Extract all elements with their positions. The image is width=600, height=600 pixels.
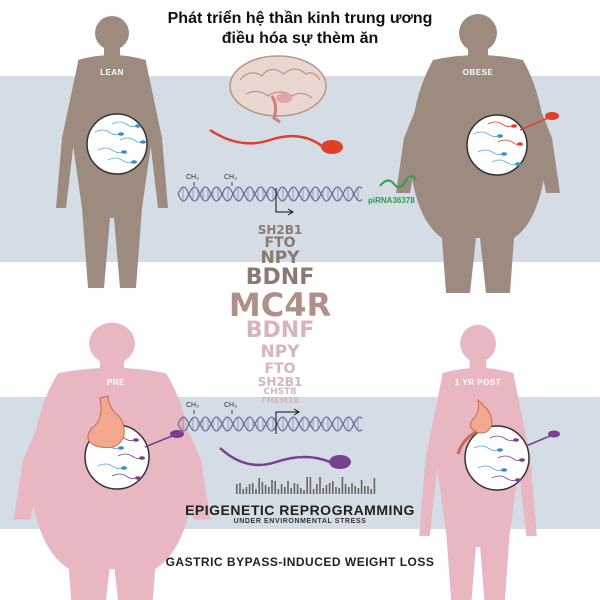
sequencing-bar [242,489,244,494]
methyl-label-top-1: CH₃ [186,174,199,181]
sequencing-bar [252,483,254,494]
sequencing-bar [284,487,286,494]
title-line-1: Phát triển hệ thần kinh trung ương [167,10,433,27]
sequencing-bar [277,489,280,494]
label-obese: OBESE [462,68,494,77]
sequencing-bar [296,484,299,494]
obese-sperm-circle [466,112,559,176]
gene-top-3: NPY [260,248,300,268]
dna-top [177,182,363,216]
sequencing-bar [348,487,350,494]
post-stomach-icon [456,398,493,455]
sequencing-bar [357,488,360,494]
brain-icon [229,55,327,124]
pirna-label: piRNA36378 [368,196,415,205]
sequencing-bar [319,477,321,494]
sequencing-bar [258,478,260,494]
sequencing-bar [261,482,264,494]
label-pre: PRE [107,378,125,387]
sequencing-bar [303,490,305,494]
methyl-label-top-2: CH₃ [224,174,237,181]
gene-top-2: FTO [264,235,296,251]
sequencing-bar [325,485,328,494]
sequencing-bar [300,488,302,494]
sequencing-bar [322,488,324,494]
sequencing-bar [293,483,296,494]
red-sperm-icon [209,128,343,154]
gene-bottom-4: SH2B1 [257,375,303,389]
purple-sperm-icon [219,447,351,469]
sequencing-bar [280,484,283,494]
title-line-2: điều hóa sự thèm ăn [221,30,379,47]
gene-top-4: BDNF [245,265,315,290]
methyl-label-bottom-2: CH₃ [224,402,237,409]
epigenetic-title: EPIGENETIC REPROGRAMMING [185,502,415,518]
sequencing-bar [268,487,270,494]
sequencing-bar [306,477,308,494]
lean-sperm-circle [86,113,148,175]
sequencing-bar [236,484,238,494]
sequencing-bar [338,488,340,494]
sequencing-bar [271,480,273,494]
sequencing-bar [335,487,337,494]
gene-center: MC4R [228,286,332,324]
gene-bottom-5: CHST8 [263,387,297,397]
sequencing-bars [236,477,376,494]
sequencing-bar [351,483,353,494]
sequencing-bar [255,489,257,494]
sequencing-bar [264,485,267,494]
label-post: 1 YR POST [454,378,502,387]
gene-top-1: SH2B1 [257,223,303,237]
gene-bottom-6: TMEM18 [261,396,299,405]
gene-bottom-2: NPY [260,342,300,362]
sequencing-bar [364,486,366,494]
gene-bottom-3: FTO [264,361,296,377]
sequencing-bar [370,489,372,494]
sequencing-bar [367,486,369,494]
sequencing-bar [312,489,315,494]
sequencing-bar [309,477,312,494]
sequencing-bar [332,481,334,494]
methyl-label-bottom-1: CH₃ [186,402,199,409]
sequencing-bar [287,481,289,494]
dna-bottom [177,408,363,434]
sequencing-bar [248,484,251,494]
sequencing-bar [341,477,344,494]
sequencing-bar [344,484,347,494]
epigenetic-subtitle: UNDER ENVIRONMENTAL STRESS [233,518,367,525]
post-sperm-circle [464,425,560,491]
sequencing-bar [373,478,376,494]
sequencing-bar [245,487,248,494]
bypass-title: GASTRIC BYPASS-INDUCED WEIGHT LOSS [165,555,435,569]
pre-stomach-icon [87,395,125,449]
sequencing-bar [316,484,318,494]
sequencing-bar [354,486,356,494]
sequencing-bar [290,488,292,494]
pirna-icon [379,175,417,189]
sequencing-bar [360,480,363,494]
gene-bottom-1: BDNF [245,318,315,343]
sequencing-bar [239,483,241,494]
sequencing-bar [328,483,331,494]
label-lean: LEAN [100,68,124,77]
sequencing-bar [274,481,276,494]
